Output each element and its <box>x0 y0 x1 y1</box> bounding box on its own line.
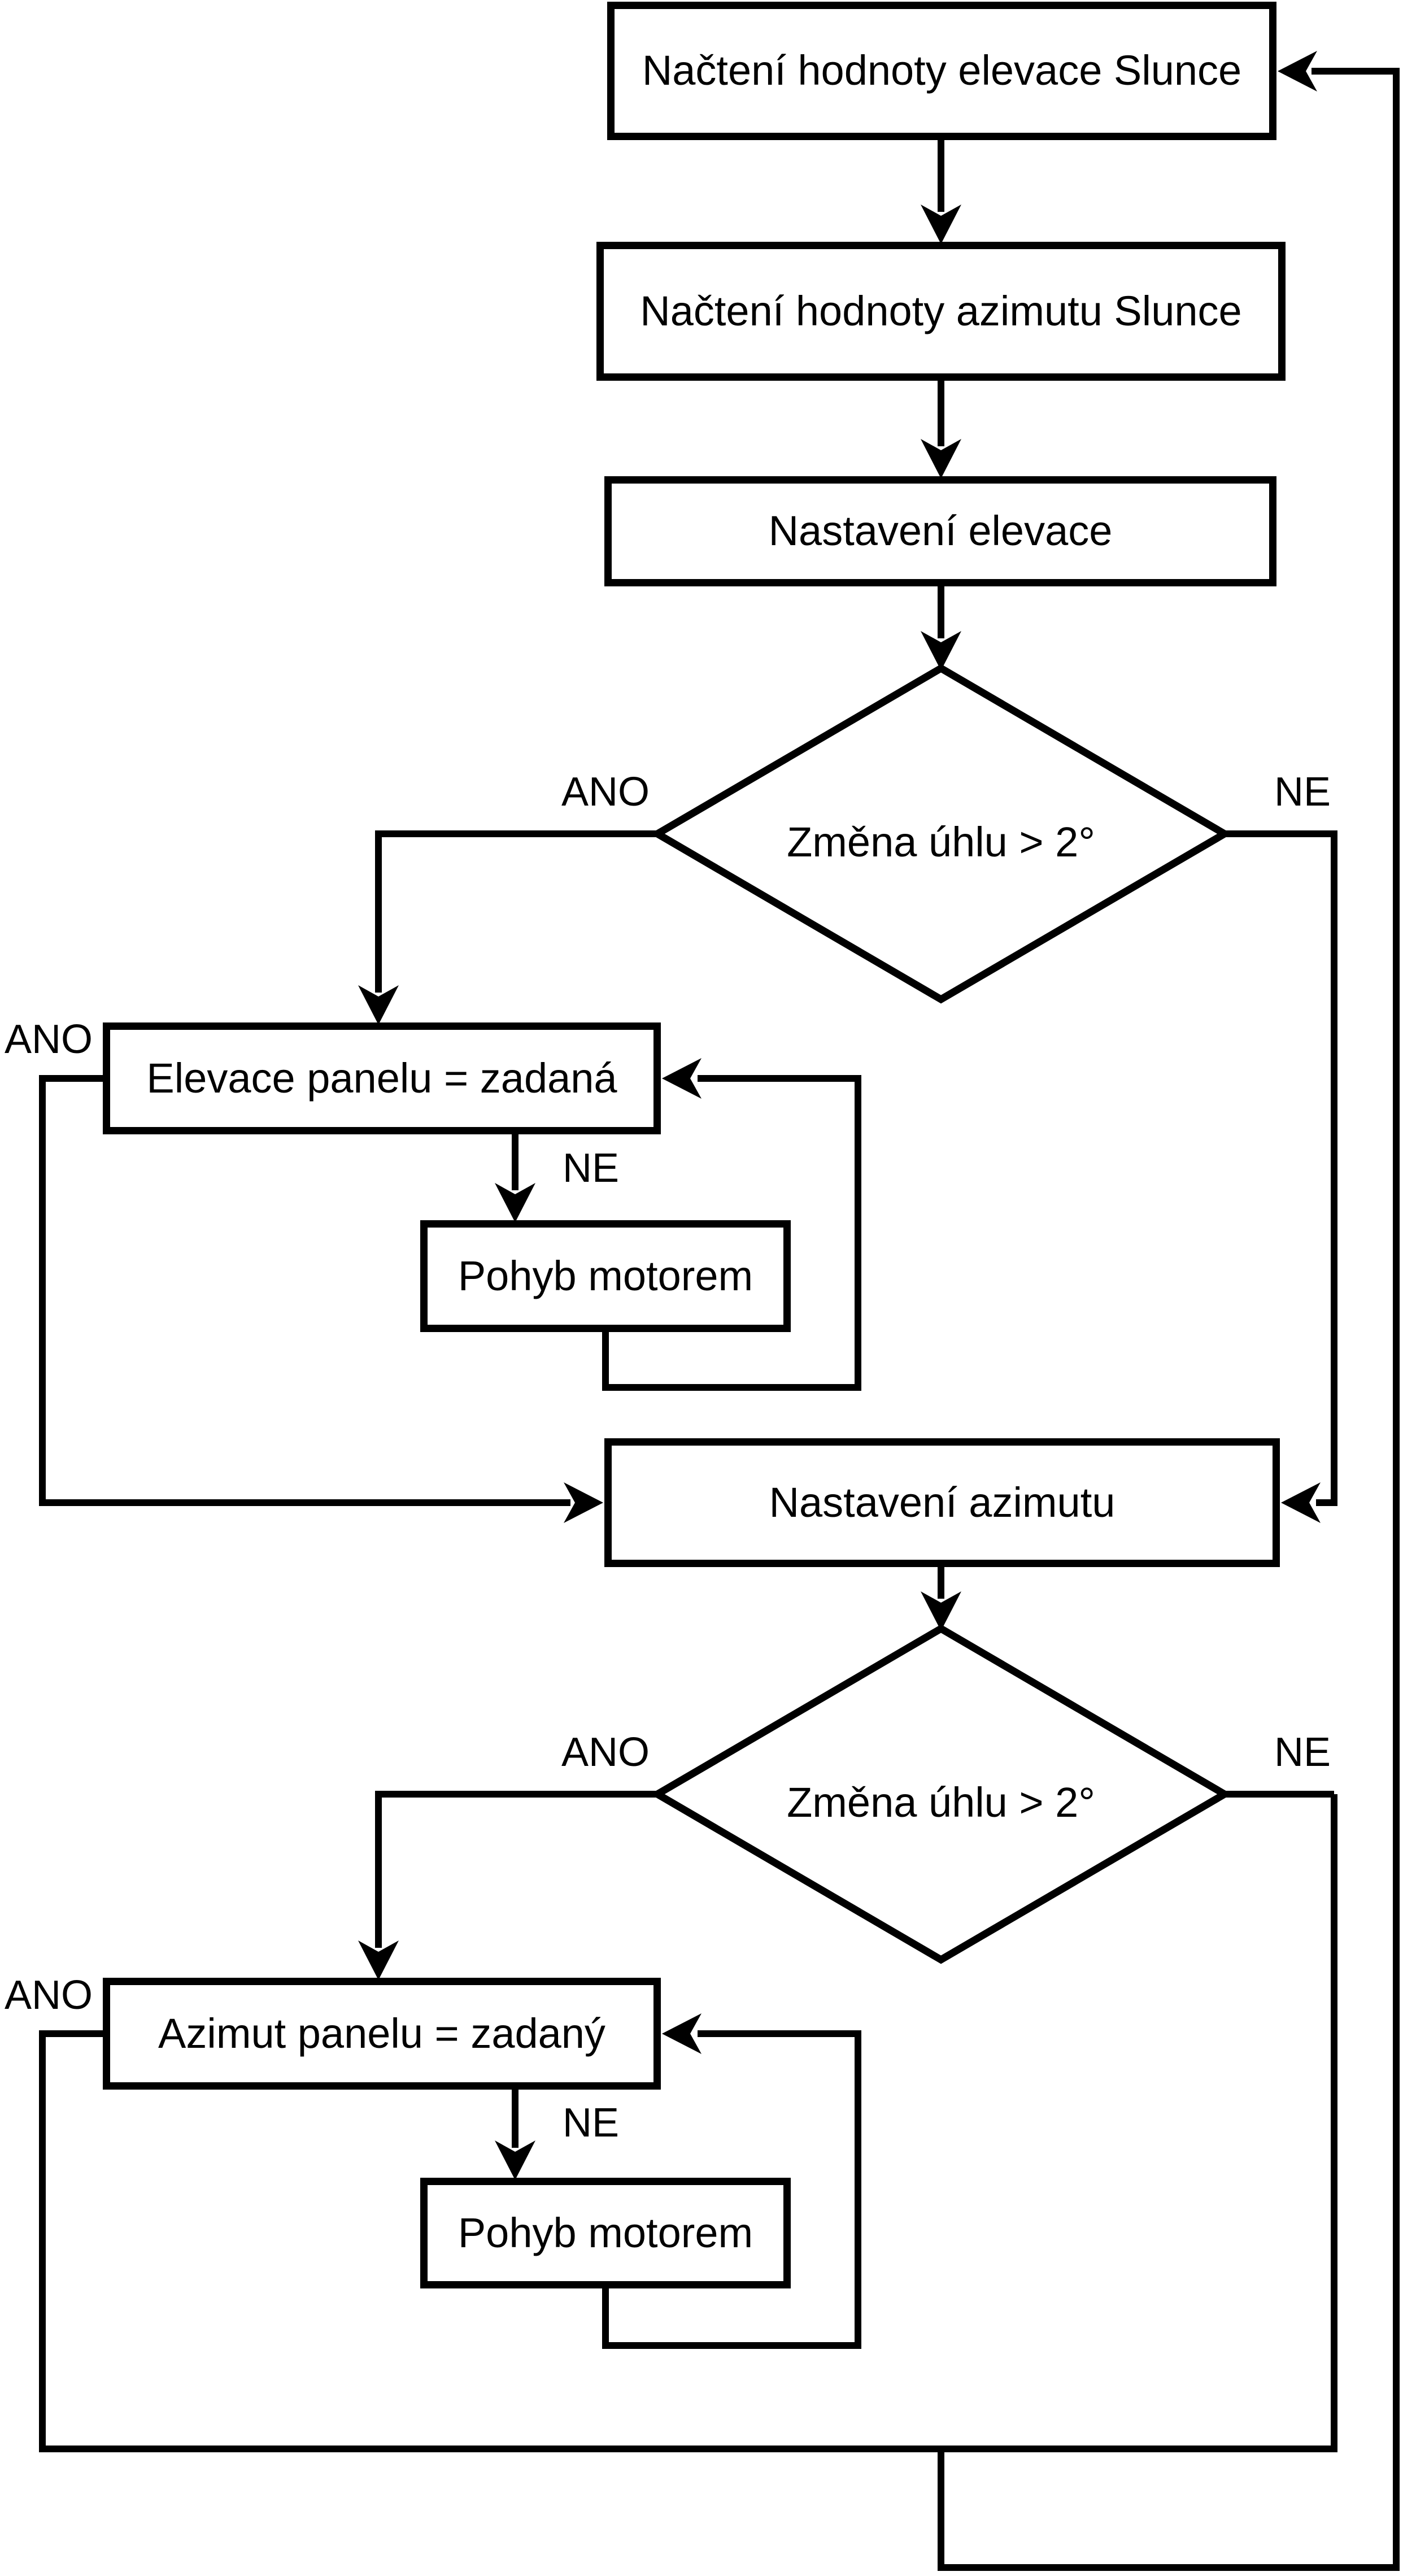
arrowhead-into-elevation-decision <box>921 631 961 671</box>
node-set-azimuth-label: Nastavení azimutu <box>769 1478 1116 1526</box>
edge-azimuth-reached-yes <box>39 2030 103 2452</box>
node-azimuth-reached: Azimut panelu = zadaný <box>103 1978 661 2090</box>
arrowhead-into-azimuth-reached-right <box>662 2013 702 2054</box>
edge-azimuth-decision-yes <box>375 1791 657 1948</box>
node-load-azimuth-label: Načtení hodnoty azimutu Slunce <box>640 287 1242 334</box>
arrowhead-into-azimuth-motor <box>495 2140 535 2180</box>
node-elevation-decision: Změna úhlu > 2° <box>659 817 1223 867</box>
azimuth-decision-diamond <box>650 1624 1232 1964</box>
arrowhead-into-set-elevation <box>921 439 961 478</box>
node-azimuth-motor-label: Pohyb motorem <box>457 2209 753 2256</box>
node-load-elevation: Načtení hodnoty elevace Slunce <box>607 2 1276 140</box>
node-elevation-reached: Elevace panelu = zadaná <box>103 1022 661 1134</box>
branch-label-azimuth-decision-yes: ANO <box>561 1730 650 1775</box>
arrowhead-into-load-elevation <box>1278 51 1317 92</box>
node-load-elevation-label: Načtení hodnoty elevace Slunce <box>642 47 1242 94</box>
arrowhead-into-elevation-reached-top <box>358 985 399 1025</box>
arrowhead-into-load-azimuth <box>921 204 961 244</box>
edge-elevation-reached-yes <box>39 1075 570 1506</box>
edge-azimuth-motor-loop <box>602 2030 861 2349</box>
node-load-azimuth: Načtení hodnoty azimutu Slunce <box>596 242 1286 381</box>
node-elevation-motor-label: Pohyb motorem <box>457 1252 753 1299</box>
node-azimuth-decision-label: Změna úhlu > 2° <box>787 1778 1095 1826</box>
branch-label-elevation-decision-yes: ANO <box>561 769 650 815</box>
node-elevation-decision-label: Změna úhlu > 2° <box>787 818 1095 865</box>
branch-label-azimuth-reached-no: NE <box>563 2100 620 2146</box>
branch-label-elevation-decision-no: NE <box>1274 769 1331 815</box>
arrowhead-into-elevation-reached-right <box>662 1058 702 1099</box>
edge-elevation-decision-no <box>1225 830 1337 1506</box>
node-elevation-motor: Pohyb motorem <box>420 1220 791 1332</box>
branch-label-elevation-reached-yes: ANO <box>5 1017 93 1062</box>
node-azimuth-decision: Změna úhlu > 2° <box>659 1777 1223 1827</box>
node-set-elevation-label: Nastavení elevace <box>768 507 1113 555</box>
node-set-elevation: Nastavení elevace <box>604 476 1276 586</box>
arrowhead-into-set-azimuth-right <box>1281 1482 1321 1523</box>
branch-label-azimuth-decision-no: NE <box>1274 1730 1331 1775</box>
edge-elevation-decision-yes <box>375 830 657 993</box>
arrowhead-into-azimuth-decision <box>921 1591 961 1631</box>
edge-elevation-motor-loop <box>602 1075 861 1391</box>
arrowhead-into-set-azimuth-left <box>564 1482 603 1523</box>
node-elevation-reached-label: Elevace panelu = zadaná <box>146 1054 617 1102</box>
edge-feedback-to-start <box>938 68 1400 2571</box>
node-azimuth-reached-label: Azimut panelu = zadaný <box>158 2009 605 2057</box>
node-set-azimuth: Nastavení azimutu <box>604 1438 1280 1567</box>
arrowhead-into-azimuth-reached-top <box>358 1940 399 1980</box>
node-azimuth-motor: Pohyb motorem <box>420 2178 791 2288</box>
elevation-decision-diamond <box>650 664 1232 1004</box>
branch-label-azimuth-reached-yes: ANO <box>5 1973 93 2018</box>
branch-label-elevation-reached-no: NE <box>563 1146 620 1191</box>
arrowhead-into-elevation-motor <box>495 1183 535 1222</box>
